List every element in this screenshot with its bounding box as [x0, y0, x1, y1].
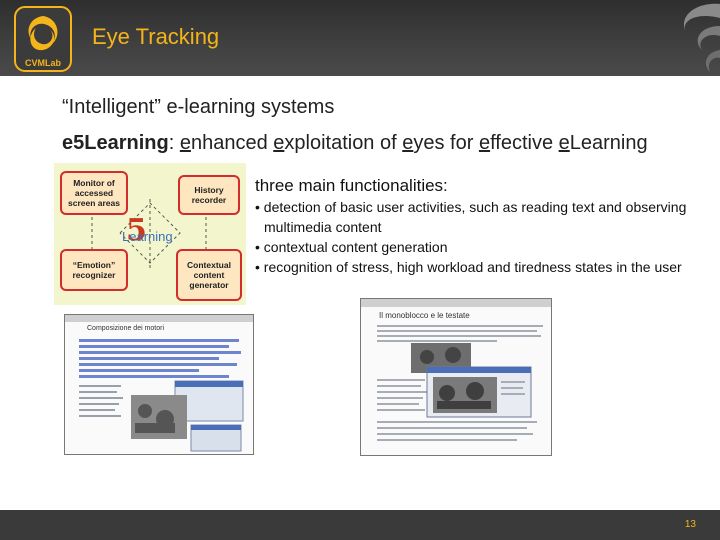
acronym-word-rest: yes for [413, 132, 479, 154]
logo-text: Learning [122, 229, 173, 244]
swirl-decoration-icon [684, 3, 720, 72]
monitor-box: Monitor of accessed screen areas [60, 171, 128, 215]
e5learning-logo: 5 Learning [122, 213, 182, 249]
screenshot-left-titlebar [65, 315, 253, 322]
emotion-recognizer-box: “Emotion” recognizer [60, 249, 128, 291]
e5learning-definition: e5Learning: enhanced exploitation of eye… [62, 132, 648, 155]
acronym-word-rest: nhanced [190, 132, 274, 154]
e5learning-name: e5Learning [62, 132, 169, 154]
screenshot-right-heading: Il monoblocco e le testate [379, 311, 470, 320]
logo-digit: 5 [126, 213, 147, 248]
acronym-letter: e [478, 132, 491, 154]
acronym-letter: e [558, 132, 570, 154]
footer-bar: 13 [0, 510, 720, 540]
subtitle-intelligent-elearning: “Intelligent” e-learning systems [62, 96, 335, 118]
cvmlab-logo: CVMLab [14, 6, 72, 72]
header-bar: CVMLab Eye Tracking [0, 0, 720, 76]
acronym-letter: e [273, 132, 285, 154]
list-item: • contextual content generation [255, 239, 448, 255]
svg-text:CVMLab: CVMLab [25, 58, 62, 68]
e5learning-diagram: Monitor of accessed screen areas History… [54, 163, 246, 305]
history-recorder-box: History recorder [178, 175, 240, 215]
page-number: 13 [684, 519, 696, 530]
screenshot-right: Il monoblocco e le testate [360, 298, 552, 456]
screenshot-left-content [79, 339, 244, 452]
list-item: • detection of basic user activities, su… [255, 199, 687, 235]
screenshot-right-titlebar [361, 299, 551, 307]
contextual-generator-box: Contextual content generator [176, 249, 242, 301]
acronym-word-rest: xploitation of [284, 132, 403, 154]
acronym-letter: e [402, 132, 414, 154]
acronym-word-rest: ffective [490, 132, 559, 154]
colon: : [168, 132, 180, 154]
functionalities-list: • detection of basic user activities, su… [255, 197, 695, 277]
list-item: • recognition of stress, high workload a… [255, 259, 682, 275]
acronym-word-rest: Learning [569, 132, 648, 154]
screenshot-left-heading: Composizione dei motori [87, 325, 165, 332]
screenshot-left: Composizione dei motori [64, 314, 254, 455]
screenshot-right-content [377, 325, 543, 441]
functionalities-heading: three main functionalities: [255, 176, 448, 195]
acronym-letter: e [179, 132, 191, 154]
diagram-dashed-links [91, 199, 207, 269]
slide-title: Eye Tracking [92, 24, 220, 49]
